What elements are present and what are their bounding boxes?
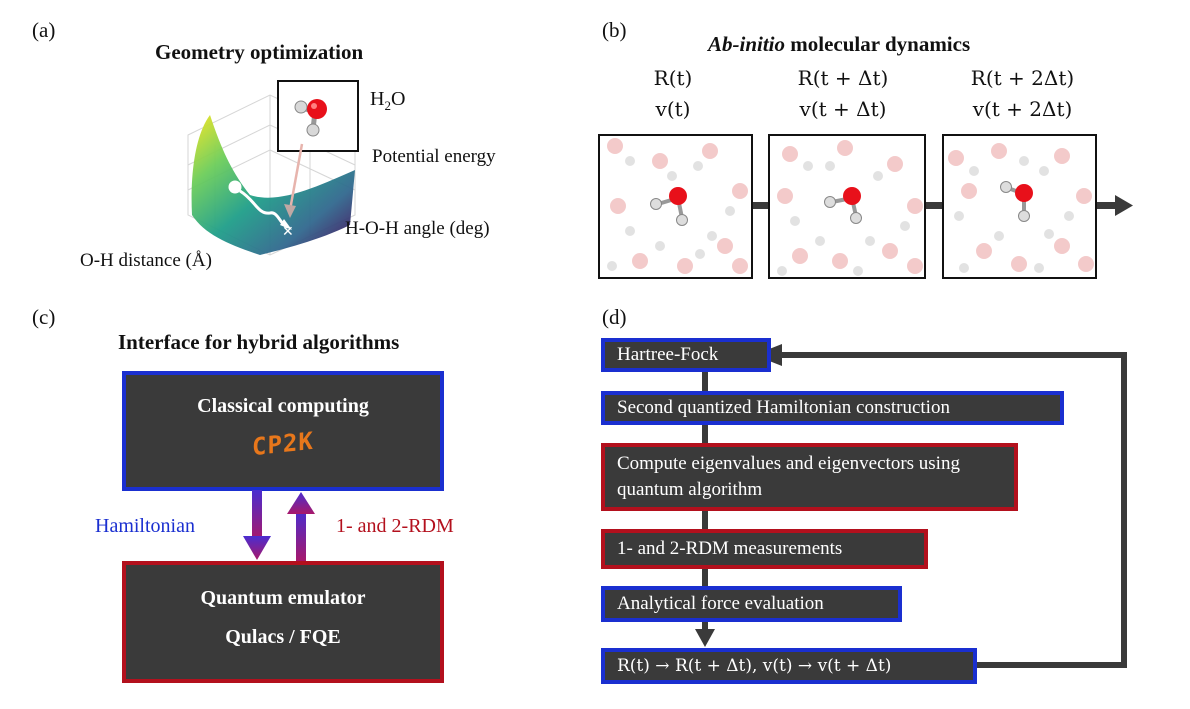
x-axis-label: O-H distance (Å) xyxy=(80,250,212,271)
md-snapshot-3 xyxy=(942,134,1097,279)
md-time-arrow xyxy=(1097,195,1133,216)
loop-right-line xyxy=(1121,352,1127,668)
cp2k-logo: CP2K xyxy=(252,426,314,462)
flow-down-arrow xyxy=(695,629,715,647)
quantum-emulator-box: Quantum emulator Qulacs / FQE xyxy=(122,561,444,683)
h2o-molecule-inset xyxy=(277,80,359,152)
step-propagation: R(t) → R(t + Δt), v(t) → v(t + Δt) xyxy=(601,648,977,684)
step-hartree-fock: Hartree-Fock xyxy=(601,338,771,372)
molecule-label: H2O xyxy=(370,88,406,113)
md-snapshot-2 xyxy=(768,134,926,279)
classical-computing-title: Classical computing xyxy=(197,395,369,417)
frame-3-position: R(t + 2Δt) xyxy=(970,66,1075,90)
frame-1-position: R(t) xyxy=(653,66,693,90)
water-molecule-icon xyxy=(294,99,327,137)
svg-text:✕: ✕ xyxy=(282,224,294,240)
panel-a-label: (a) xyxy=(32,18,56,42)
loop-bottom-line xyxy=(975,662,1127,668)
z-axis-label: Potential energy xyxy=(372,146,496,167)
md-connector-2 xyxy=(926,202,942,209)
classical-computing-box: Classical computing CP2K xyxy=(122,371,444,491)
loop-top-line xyxy=(780,352,1127,358)
quantum-emulator-subtitle: Qulacs / FQE xyxy=(225,626,341,648)
frame-3-velocity: v(t + 2Δt) xyxy=(972,97,1073,121)
step-quantum-eigen: Compute eigenvalues and eigenvectors usi… xyxy=(601,443,1018,511)
panel-b-title: Ab-initio molecular dynamics xyxy=(708,32,971,56)
panel-c-title: Interface for hybrid algorithms xyxy=(118,330,400,354)
step-force-evaluation: Analytical force evaluation xyxy=(601,586,902,622)
interface-arrows xyxy=(243,490,315,562)
step-hamiltonian-construction: Second quantized Hamiltonian constructio… xyxy=(601,391,1064,425)
rdm-label: 1- and 2-RDM xyxy=(336,515,454,537)
panel-a-title: Geometry optimization xyxy=(155,40,364,64)
frame-2-position: R(t + Δt) xyxy=(797,66,889,90)
frame-2-velocity: v(t + Δt) xyxy=(799,97,887,121)
quantum-emulator-title: Quantum emulator xyxy=(200,587,366,609)
step-rdm-measurements: 1- and 2-RDM measurements xyxy=(601,529,928,569)
hamiltonian-label: Hamiltonian xyxy=(95,515,195,537)
panel-c-label: (c) xyxy=(32,305,56,329)
y-axis-label: H-O-H angle (deg) xyxy=(345,218,490,239)
panel-b-label: (b) xyxy=(602,18,627,42)
panel-d-label: (d) xyxy=(602,305,627,329)
md-snapshot-1 xyxy=(598,134,753,279)
inset-pointer-arrow xyxy=(284,143,304,218)
md-connector-1 xyxy=(753,202,768,209)
frame-1-velocity: v(t) xyxy=(655,97,691,121)
